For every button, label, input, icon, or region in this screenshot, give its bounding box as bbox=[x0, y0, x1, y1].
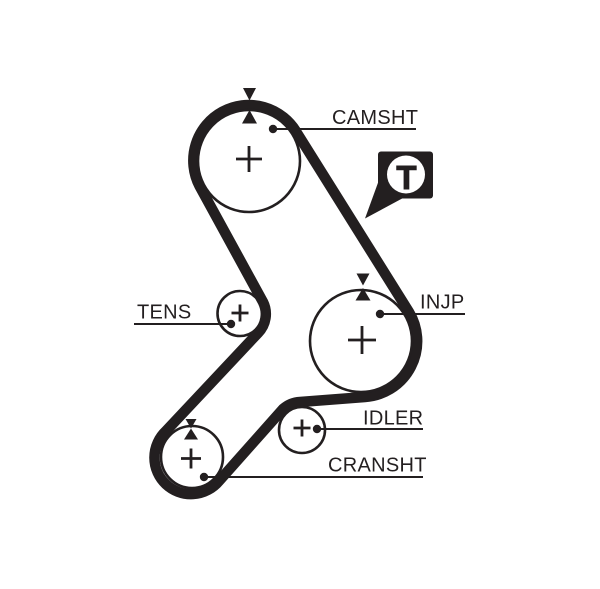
idler-leader-dot bbox=[312, 424, 322, 434]
crankshaft-timing-mark-icon bbox=[184, 419, 198, 440]
camshaft-timing-mark-up-icon bbox=[242, 110, 257, 124]
crankshaft-center-cross-icon bbox=[181, 448, 201, 469]
injection-pump-timing-mark-up-icon bbox=[355, 288, 371, 301]
injp-label: INJP bbox=[420, 292, 465, 314]
camsht-leader-dot bbox=[268, 124, 278, 134]
injection-pump-timing-mark-down-icon bbox=[356, 273, 370, 286]
label-leaders bbox=[134, 124, 465, 482]
camshaft-timing-mark-icon bbox=[242, 88, 257, 124]
crankshaft-timing-mark-down-icon bbox=[185, 419, 197, 429]
camshaft-timing-mark-down-icon bbox=[243, 88, 256, 101]
camshaft-pulley bbox=[196, 108, 302, 214]
crankshaft-timing-mark-up-icon bbox=[184, 428, 198, 440]
timing-badge-tail bbox=[365, 180, 404, 219]
timing-belt-path bbox=[149, 99, 423, 500]
injp-leader-dot bbox=[375, 309, 385, 319]
tensioner-pulley bbox=[216, 289, 264, 338]
tens-leader-dot bbox=[226, 319, 236, 329]
injection-pump-timing-mark-icon bbox=[355, 273, 371, 301]
cransht-leader-dot bbox=[199, 472, 209, 482]
camsht-label: CAMSHT bbox=[332, 107, 418, 129]
cransht-label: CRANSHT bbox=[328, 455, 427, 477]
idler-pulley bbox=[277, 405, 327, 455]
timing-badge-letter: T bbox=[396, 159, 416, 196]
injection-pump-pulley bbox=[308, 288, 414, 394]
injection-pump-center-cross-icon bbox=[348, 326, 376, 354]
idler-center-cross-icon bbox=[293, 419, 311, 437]
tens-label: TENS bbox=[137, 302, 192, 324]
timing-badge-circle bbox=[387, 155, 425, 194]
idler-label: IDLER bbox=[363, 408, 423, 430]
timing-tool-badge: T bbox=[365, 151, 433, 219]
camshaft-center-cross-icon bbox=[236, 146, 262, 172]
tensioner-center-cross-icon bbox=[231, 304, 249, 322]
